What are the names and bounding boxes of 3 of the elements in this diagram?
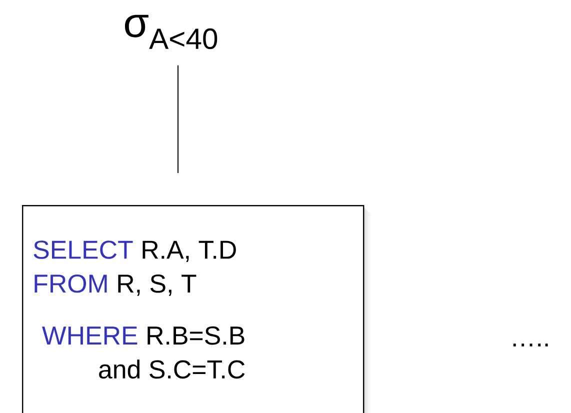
selection-operator: σ$_{A<40}$ [124,14,218,50]
ellipsis: ….. [513,344,548,346]
query-box: SELECT R.A, T.D FROM R, S, T WHERE R.B=S.B and S.C=T.C [22,205,372,413]
